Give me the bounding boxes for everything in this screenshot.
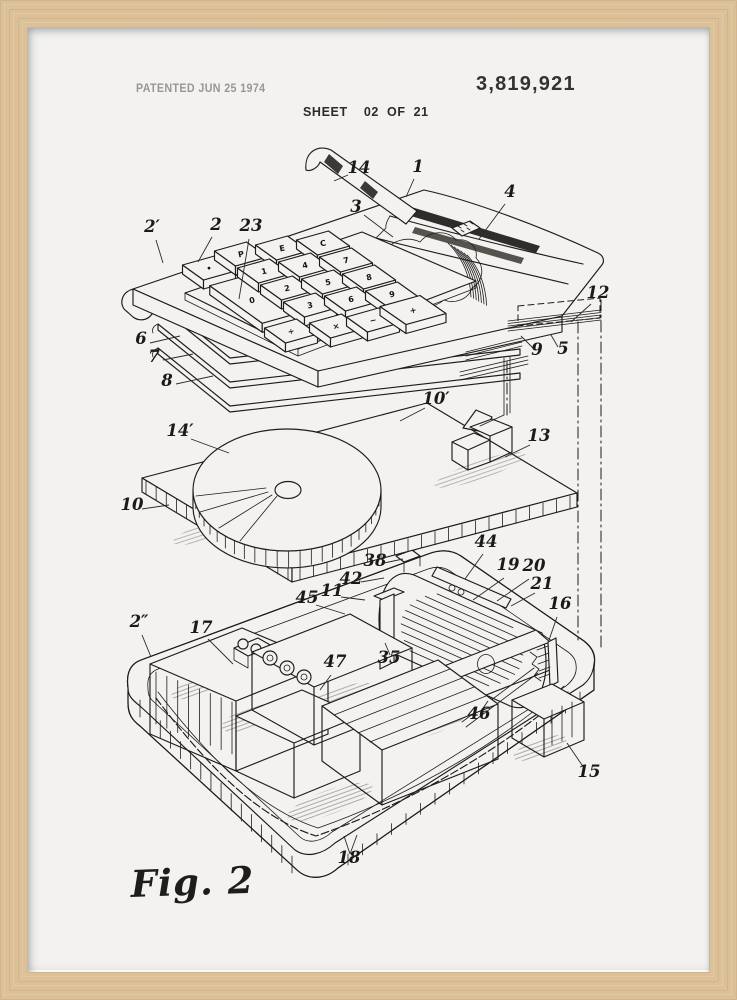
ref-numeral: 4 xyxy=(504,182,515,201)
ref-numeral: 3 xyxy=(350,197,361,216)
keycap-top xyxy=(318,247,374,273)
logic-block xyxy=(251,613,413,746)
keycap-label: + xyxy=(409,305,417,315)
ref-numeral: 7 xyxy=(148,347,160,366)
keycap-label: 5 xyxy=(324,277,332,287)
keycap-label: ÷ xyxy=(287,326,295,336)
motor-bracket xyxy=(451,409,513,471)
ref-numeral: 10 xyxy=(121,495,144,514)
keycap-label: 0 xyxy=(248,295,256,305)
ref-numeral: 13 xyxy=(528,426,551,445)
ref-numeral: 17 xyxy=(190,618,213,637)
corner-block xyxy=(511,683,585,758)
ref-numeral: 5 xyxy=(557,339,568,358)
leader-lines xyxy=(141,174,592,855)
keycap-top xyxy=(379,294,447,326)
ref-numeral: 2 xyxy=(209,215,221,234)
sheet-number-line: SHEET 02 OF 21 xyxy=(303,105,429,119)
ref-numeral: 35 xyxy=(378,648,401,667)
ref-numeral: 46 xyxy=(468,704,491,723)
disc xyxy=(192,428,382,569)
keycap-top xyxy=(295,230,351,256)
keycap-label: P xyxy=(237,249,245,259)
keycap-label: 7 xyxy=(342,256,349,266)
ref-numeral: 47 xyxy=(324,652,347,671)
ref-numeral: 16 xyxy=(549,594,572,613)
ref-numeral: 1 xyxy=(412,157,423,176)
keycap-label: C xyxy=(319,238,327,248)
ribbon-cable xyxy=(447,242,487,306)
housing-wall-hatching xyxy=(139,671,581,874)
ref-numeral: 12 xyxy=(587,283,610,302)
ref-numeral: 20 xyxy=(522,556,546,575)
patent-number: 3,819,921 xyxy=(476,73,576,95)
keycap-label: 3 xyxy=(306,301,313,311)
frame-bottom xyxy=(0,972,737,1000)
ref-numeral: 10′ xyxy=(422,389,450,408)
ref-numeral: 8 xyxy=(160,371,173,390)
ref-numeral: 15 xyxy=(578,762,601,781)
ref-numeral: 21 xyxy=(530,574,554,593)
ref-numeral: 14 xyxy=(348,158,371,177)
keypad-keys: • 0 P E C 1 4 7 2 5 8 3 6 9 ÷ × − + xyxy=(181,230,447,353)
ref-numeral: 11 xyxy=(321,581,344,600)
ref-numeral: 45 xyxy=(296,588,319,607)
frame-left xyxy=(0,0,28,1000)
frame-right xyxy=(709,0,737,1000)
ref-numeral: 18 xyxy=(338,848,361,867)
frame-top xyxy=(0,0,737,28)
ref-numeral: 44 xyxy=(475,532,498,551)
keycap-label: 9 xyxy=(388,289,396,299)
ribbed-module xyxy=(321,659,499,806)
ref-numeral: 9 xyxy=(531,340,543,359)
chassis-plate xyxy=(141,402,578,583)
keycap-label: × xyxy=(332,321,340,331)
keycap-label: • xyxy=(206,264,213,274)
keycap-label: 6 xyxy=(347,294,355,304)
bottom-housing xyxy=(126,539,596,878)
keycap-label: − xyxy=(369,315,377,325)
keycap-label: E xyxy=(278,244,285,254)
ref-numeral: 38 xyxy=(364,551,387,570)
printer-drum-assembly xyxy=(373,539,551,709)
keycap-label: 1 xyxy=(260,266,268,276)
ref-numeral: 19 xyxy=(497,555,520,574)
patent-date-stamp: PATENTED JUN 25 1974 xyxy=(136,83,266,95)
keycap-label: 8 xyxy=(365,272,373,282)
alignment-lines xyxy=(343,297,602,855)
ref-numeral: 14′ xyxy=(166,421,194,440)
ref-numeral: 42 xyxy=(340,569,363,588)
ref-numeral: 6 xyxy=(135,329,147,348)
ref-numeral: 23 xyxy=(239,216,263,235)
keycap-top xyxy=(341,264,397,290)
ref-numeral: 2′ xyxy=(143,217,160,236)
keycap-label: 2 xyxy=(283,284,290,294)
keycap-label: 4 xyxy=(301,260,309,270)
ref-numeral: 2″ xyxy=(129,612,149,631)
printer-tape xyxy=(305,147,418,225)
